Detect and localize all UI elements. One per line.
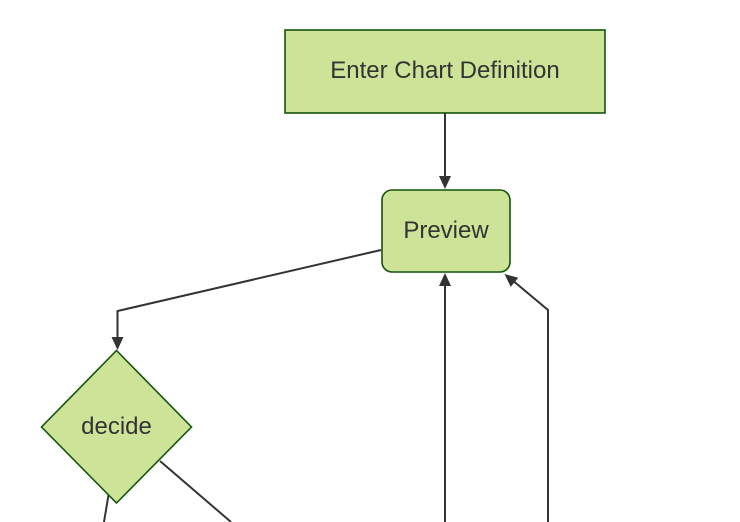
edge-enter-to-preview-arrowhead bbox=[439, 176, 451, 189]
node-decide bbox=[40, 349, 193, 505]
edge-preview-to-decide-arrowhead bbox=[111, 337, 124, 350]
edge-preview-to-decide bbox=[111, 249, 382, 350]
edge-enter-to-preview bbox=[439, 112, 451, 189]
edge-decide-to-offscreen-left-line bbox=[103, 494, 110, 522]
edge-offscreen-to-preview-corner bbox=[504, 274, 549, 522]
edge-offscreen-to-preview-corner-line bbox=[513, 281, 549, 522]
edge-offscreen-to-preview-corner-arrowhead bbox=[504, 274, 519, 287]
edge-preview-to-decide-line bbox=[116, 249, 382, 339]
edge-decide-to-offscreen-right-line bbox=[159, 460, 232, 522]
node-preview bbox=[381, 189, 511, 273]
node-enter-chart-definition bbox=[284, 29, 606, 114]
edge-offscreen-to-preview-vertical-arrowhead bbox=[439, 273, 451, 286]
edge-offscreen-to-preview-vertical bbox=[439, 273, 451, 522]
